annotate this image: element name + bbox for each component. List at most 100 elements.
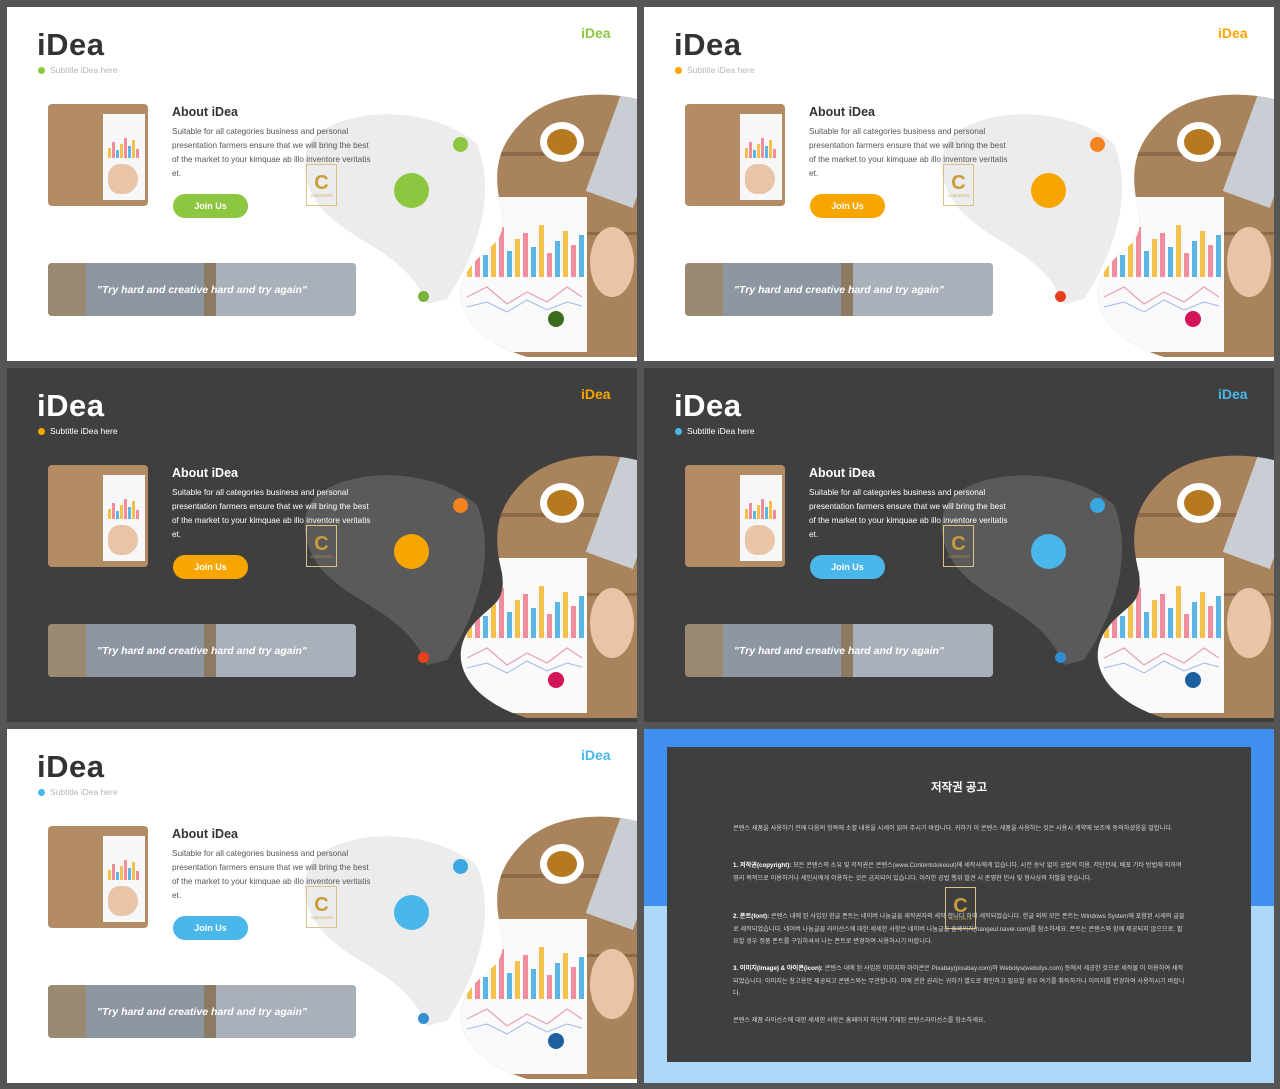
thumbnail-hand xyxy=(108,164,138,194)
contents-badge-logo: C CONTENTS xyxy=(943,164,974,206)
desk-photo-blob xyxy=(447,92,637,357)
idea-slide-5: iDea Subtitle iDea here iDea About iDea … xyxy=(7,729,637,1083)
accent-circle-deep xyxy=(1185,672,1201,688)
quote-text: "Try hard and creative hard and try agai… xyxy=(97,283,307,296)
quote-text: "Try hard and creative hard and try agai… xyxy=(97,644,307,657)
join-us-button[interactable]: Join Us xyxy=(173,916,248,940)
about-heading: About iDea xyxy=(172,105,238,119)
contents-badge-logo: C CONTENTS xyxy=(945,887,976,929)
quote-text: "Try hard and creative hard and try agai… xyxy=(734,283,944,296)
notice-image: 3. 이미지(image) & 아이콘(icon): 콘텐스 내에 된 사입된 … xyxy=(733,963,1185,1001)
subtitle-text: Subtitle iDea here xyxy=(687,65,755,75)
contents-badge-logo: C CONTENTS xyxy=(306,164,337,206)
subtitle-text: Subtitle iDea here xyxy=(687,426,755,436)
slide-title: iDea xyxy=(674,27,742,62)
contents-badge-logo: C CONTENTS xyxy=(943,525,974,567)
notice-copyright-label: 1. 저작권(copyright): xyxy=(733,862,792,869)
gray-blob-shape xyxy=(934,104,1134,304)
accent-circle-bottom xyxy=(418,652,429,663)
about-heading: About iDea xyxy=(809,466,875,480)
idea-slide-1: iDea Subtitle iDea here iDea About iDea … xyxy=(7,7,637,361)
about-heading: About iDea xyxy=(172,466,238,480)
about-heading: About iDea xyxy=(809,105,875,119)
gray-blob-shape xyxy=(297,826,497,1026)
copyright-notice-slide: 저작권 공고 콘텐스 세품을 사용하기 전에 다음의 항목에 소할 내용을 시세… xyxy=(644,729,1274,1083)
slide-title: iDea xyxy=(37,749,105,784)
quote-text: "Try hard and creative hard and try agai… xyxy=(734,644,944,657)
notice-font-label: 2. 폰트(font): xyxy=(733,913,770,920)
about-heading: About iDea xyxy=(172,827,238,841)
idea-logo: iDea xyxy=(581,747,611,763)
subtitle-text: Subtitle iDea here xyxy=(50,426,118,436)
accent-circle-bottom xyxy=(1055,291,1066,302)
idea-logo: iDea xyxy=(1218,25,1248,41)
accent-circle-small xyxy=(453,137,468,152)
desk-photo-blob xyxy=(1084,92,1274,357)
chart-photo-thumbnail xyxy=(48,104,148,206)
quote-banner: "Try hard and creative hard and try agai… xyxy=(48,624,356,677)
accent-circle-large xyxy=(394,534,429,569)
desk-photo-blob xyxy=(447,453,637,718)
accent-circle-small xyxy=(453,859,468,874)
subtitle-text: Subtitle iDea here xyxy=(50,787,118,797)
accent-circle-large xyxy=(1031,534,1066,569)
thumbnail-hand xyxy=(745,164,775,194)
thumbnail-hand xyxy=(745,525,775,555)
join-us-button[interactable]: Join Us xyxy=(173,555,248,579)
accent-circle-bottom xyxy=(1055,652,1066,663)
idea-logo: iDea xyxy=(1218,386,1248,402)
join-us-button[interactable]: Join Us xyxy=(810,194,885,218)
notice-font-text: 콘텐스 내에 된 사입된 한글 폰트는 네이버 나눔글꼴 세작권자의 세작 합니… xyxy=(733,913,1185,945)
quote-banner: "Try hard and creative hard and try agai… xyxy=(48,263,356,316)
slide-title: iDea xyxy=(674,388,742,423)
slide-subtitle: Subtitle iDea here xyxy=(675,426,755,436)
subtitle-bullet-icon xyxy=(38,427,45,435)
idea-slide-2: iDea Subtitle iDea here iDea About iDea … xyxy=(644,7,1274,361)
slide-title: iDea xyxy=(37,388,105,423)
subtitle-bullet-icon xyxy=(38,66,45,74)
idea-logo: iDea xyxy=(581,386,611,402)
thumbnail-hand xyxy=(108,886,138,916)
notice-font: 2. 폰트(font): 콘텐스 내에 된 사입된 한글 폰트는 네이버 나눔글… xyxy=(733,911,1185,949)
slide-title: iDea xyxy=(37,27,105,62)
join-us-button[interactable]: Join Us xyxy=(173,194,248,218)
about-description: Suitable for all categories business and… xyxy=(172,488,371,539)
about-description: Suitable for all categories business and… xyxy=(809,488,1008,539)
accent-circle-bottom xyxy=(418,1013,429,1024)
chart-photo-thumbnail xyxy=(48,465,148,567)
quote-banner: "Try hard and creative hard and try agai… xyxy=(685,624,993,677)
accent-circle-deep xyxy=(548,1033,564,1049)
accent-circle-bottom xyxy=(418,291,429,302)
chart-photo-thumbnail xyxy=(685,465,785,567)
subtitle-bullet-icon xyxy=(38,788,45,796)
join-us-button[interactable]: Join Us xyxy=(810,555,885,579)
accent-circle-deep xyxy=(1185,311,1201,327)
thumbnail-hand xyxy=(108,525,138,555)
subtitle-text: Subtitle iDea here xyxy=(50,65,118,75)
notice-panel: 저작권 공고 콘텐스 세품을 사용하기 전에 다음의 항목에 소할 내용을 시세… xyxy=(667,747,1251,1062)
notice-image-text: 콘텐스 내에 된 사입된 이미지와 아이콘은 Pixabay(pixabay.c… xyxy=(733,965,1185,997)
slide-subtitle: Subtitle iDea here xyxy=(675,65,755,75)
idea-slide-4: iDea Subtitle iDea here iDea About iDea … xyxy=(644,368,1274,722)
accent-circle-small xyxy=(1090,498,1105,513)
about-description: Suitable for all categories business and… xyxy=(809,127,1008,178)
accent-circle-small xyxy=(453,498,468,513)
notice-outro: 콘텐스 제품 라이선스에 대한 세세한 사항은 홈페이지 하단에 기재된 콘텐스… xyxy=(733,1017,986,1024)
accent-circle-deep xyxy=(548,672,564,688)
accent-circle-large xyxy=(1031,173,1066,208)
accent-circle-large xyxy=(394,173,429,208)
contents-badge-logo: C CONTENTS xyxy=(306,525,337,567)
notice-image-label: 3. 이미지(image) & 아이콘(icon): xyxy=(733,965,823,972)
accent-circle-large xyxy=(394,895,429,930)
chart-photo-thumbnail xyxy=(48,826,148,928)
about-description: Suitable for all categories business and… xyxy=(172,127,371,178)
idea-logo: iDea xyxy=(581,25,611,41)
quote-banner: "Try hard and creative hard and try agai… xyxy=(48,985,356,1038)
about-description: Suitable for all categories business and… xyxy=(172,849,371,900)
accent-circle-deep xyxy=(548,311,564,327)
subtitle-bullet-icon xyxy=(675,66,682,74)
idea-slide-3: iDea Subtitle iDea here iDea About iDea … xyxy=(7,368,637,722)
notice-intro: 콘텐스 세품을 사용하기 전에 다음의 항목에 소할 내용을 시세이 읽어 주시… xyxy=(733,825,1173,832)
chart-photo-thumbnail xyxy=(685,104,785,206)
gray-blob-shape xyxy=(934,465,1134,665)
